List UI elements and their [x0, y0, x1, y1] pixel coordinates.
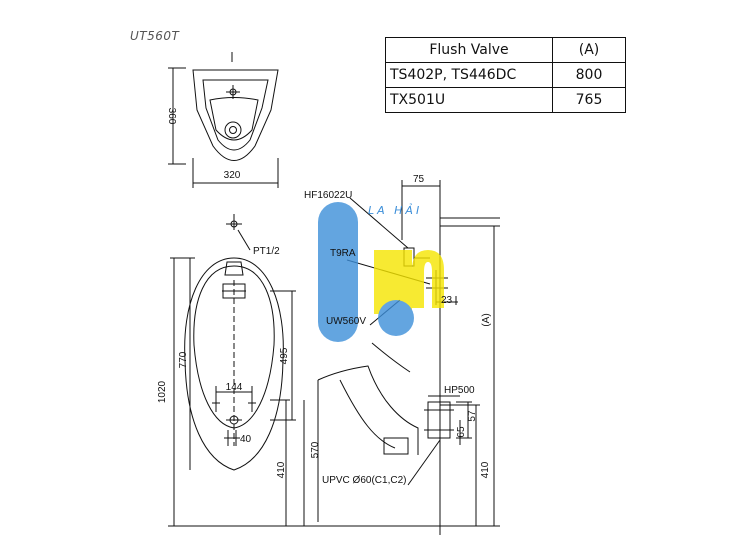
dim-410-front: 410 [276, 461, 287, 478]
dim-40: 40 [240, 434, 252, 445]
dim-a: (A) [481, 313, 492, 326]
watermark-blue-bar [318, 202, 358, 342]
header-a: (A) [552, 37, 626, 63]
flush-valve-table: Flush Valve (A) TS402P, TS446DC 800 TX50… [385, 37, 626, 113]
dim-770: 770 [178, 351, 189, 368]
top-view [168, 52, 279, 188]
watermark-text: LA HẢI [368, 203, 422, 217]
label-uw560v: UW560V [326, 316, 366, 327]
table-row: TX501U 765 [385, 87, 626, 113]
cell-a: 765 [552, 87, 626, 113]
dim-495: 495 [279, 347, 290, 364]
dim-144: 144 [226, 382, 243, 393]
label-t9ra: T9RA [330, 248, 356, 259]
watermark-yellow-arch [412, 250, 444, 308]
label-upvc-pipe: UPVC Ø60(C1,C2) [322, 475, 406, 486]
dim-570: 570 [310, 441, 321, 458]
dim-1020: 1020 [157, 380, 168, 403]
side-view [298, 180, 500, 535]
cell-valve: TX501U [385, 87, 553, 113]
dim-57: 57 [467, 410, 478, 422]
header-flush-valve: Flush Valve [385, 37, 553, 63]
watermark-blue-dot [378, 300, 414, 336]
dim-23: 23 [441, 295, 453, 306]
table-row: TS402P, TS446DC 800 [385, 62, 626, 88]
cell-valve: TS402P, TS446DC [385, 62, 553, 88]
dim-410-side: 410 [480, 461, 491, 478]
dim-320: 320 [224, 170, 241, 181]
dim-360: 360 [166, 108, 177, 125]
label-hf16022u: HF16022U [304, 190, 352, 201]
cell-a: 800 [552, 62, 626, 88]
dim-75: 75 [413, 174, 425, 185]
label-hp500: HP500 [444, 385, 475, 396]
dim-65: 65 [456, 426, 467, 438]
table-header-row: Flush Valve (A) [385, 37, 626, 63]
watermark-logo [318, 202, 444, 342]
model-code: UT560T [130, 29, 180, 43]
front-view [168, 214, 300, 527]
thread-label: PT1/2 [253, 246, 280, 257]
